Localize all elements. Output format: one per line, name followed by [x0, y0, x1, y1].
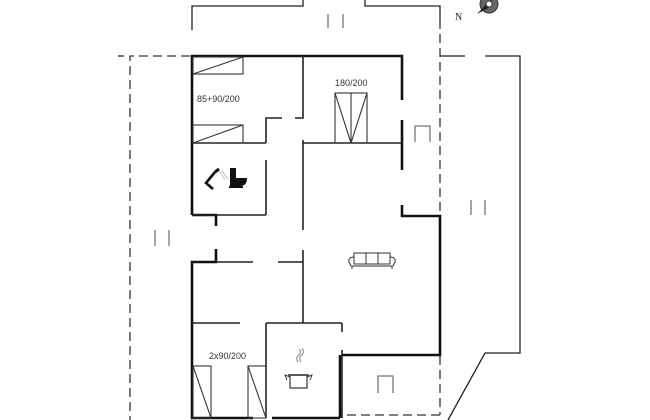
bed-3 — [192, 365, 212, 419]
shower-icon — [204, 167, 229, 190]
bed-4 — [247, 365, 267, 419]
chair-icon — [414, 125, 431, 142]
compass-rose-icon — [477, 0, 499, 18]
chair-icon — [377, 375, 394, 393]
sofa-icon — [348, 252, 396, 269]
toilet-icon — [229, 168, 247, 188]
dashed-terrace-lines — [118, 20, 521, 420]
bed-size-label: 2x90/200 — [209, 351, 247, 361]
north-indicator: N — [455, 12, 463, 23]
bed-1 — [192, 56, 244, 75]
bed-2 — [192, 124, 244, 144]
double-bed — [334, 92, 368, 144]
top-terrace-outline — [191, 0, 441, 30]
cooking-pot-icon — [284, 347, 313, 389]
bed-size-label: 180/200 — [335, 78, 368, 88]
bed-size-label: 85+90/200 — [197, 94, 240, 104]
exterior-walls — [190, 54, 442, 420]
interior-walls — [192, 56, 402, 418]
